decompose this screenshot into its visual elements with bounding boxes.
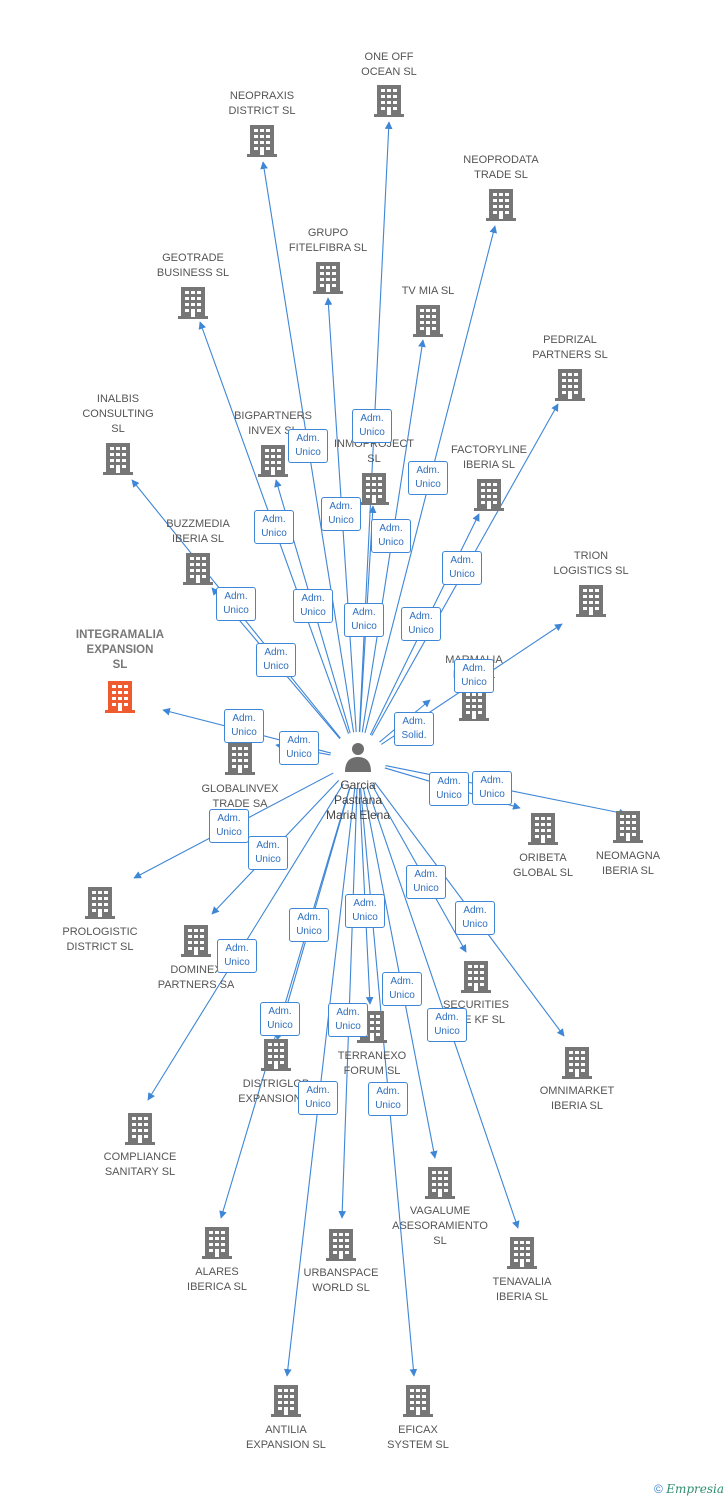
relation-label[interactable]: Adm. Unico bbox=[216, 587, 256, 621]
relation-label[interactable]: Adm. Unico bbox=[371, 519, 411, 553]
company-building-icon[interactable] bbox=[225, 743, 255, 775]
relation-label[interactable]: Adm. Unico bbox=[345, 894, 385, 928]
relation-label[interactable]: Adm. Unico bbox=[217, 939, 257, 973]
company-name[interactable]: TV MIA SL bbox=[401, 285, 455, 297]
relation-label[interactable]: Adm. Unico bbox=[224, 709, 264, 743]
company-building-icon[interactable] bbox=[403, 1385, 433, 1417]
company-name[interactable]: NEOMAGNA IBERIA SL bbox=[595, 850, 661, 877]
relation-label[interactable]: Adm. Unico bbox=[442, 551, 482, 585]
person-head bbox=[352, 743, 364, 755]
relation-label[interactable]: Adm. Unico bbox=[289, 908, 329, 942]
company-building-icon[interactable] bbox=[103, 443, 133, 475]
company-name[interactable]: VAGALUME ASESORAMIENTO SL bbox=[392, 1205, 488, 1247]
company-building-icon[interactable] bbox=[178, 287, 208, 319]
company-building-icon[interactable] bbox=[576, 585, 606, 617]
company-name[interactable]: ORIBETA GLOBAL SL bbox=[512, 852, 574, 879]
company-name[interactable]: INALBIS CONSULTING SL bbox=[82, 393, 154, 435]
company-name[interactable]: GLOBALINVEX TRADE SA bbox=[201, 783, 279, 810]
company-name[interactable]: GRUPO FITELFIBRA SL bbox=[288, 227, 368, 254]
edges-layer bbox=[131, 121, 627, 1377]
relation-label[interactable]: Adm. Unico bbox=[406, 865, 446, 899]
company-building-icon[interactable] bbox=[474, 479, 504, 511]
company-building-icon[interactable] bbox=[374, 85, 404, 117]
company-building-icon[interactable] bbox=[125, 1113, 155, 1145]
relation-label[interactable]: Adm. Unico bbox=[455, 901, 495, 935]
relation-label[interactable]: Adm. Unico bbox=[288, 429, 328, 463]
company-building-icon[interactable] bbox=[85, 887, 115, 919]
company-building-icon[interactable] bbox=[555, 369, 585, 401]
person-name[interactable]: Garcia Pastrana Maria Elena bbox=[325, 778, 391, 822]
company-name[interactable]: TENAVALIA IBERIA SL bbox=[492, 1276, 552, 1303]
relation-label[interactable]: Adm. Unico bbox=[328, 1003, 368, 1037]
relation-label[interactable]: Adm. Unico bbox=[248, 836, 288, 870]
relation-label[interactable]: Adm. Unico bbox=[368, 1082, 408, 1116]
copyright-symbol: © bbox=[654, 1482, 663, 1496]
company-name[interactable]: COMPLIANCE SANITARY SL bbox=[103, 1151, 177, 1178]
company-name[interactable]: URBANSPACE WORLD SL bbox=[303, 1267, 379, 1294]
company-name[interactable]: NEOPRODATA TRADE SL bbox=[463, 154, 539, 181]
company-building-icon[interactable] bbox=[271, 1385, 301, 1417]
company-name[interactable]: BUZZMEDIA IBERIA SL bbox=[166, 518, 230, 545]
relation-label[interactable]: Adm. Unico bbox=[401, 607, 441, 641]
company-name[interactable]: TRION LOGISTICS SL bbox=[553, 550, 629, 577]
relation-label[interactable]: Adm. Solid. bbox=[394, 712, 434, 746]
footer: © Empresia bbox=[654, 1482, 724, 1496]
company-building-icon[interactable] bbox=[613, 811, 643, 843]
company-building-icon[interactable] bbox=[562, 1047, 592, 1079]
edge-line bbox=[366, 786, 520, 1229]
company-name[interactable]: EFICAX SYSTEM SL bbox=[387, 1424, 449, 1451]
relation-label[interactable]: Adm. Unico bbox=[256, 643, 296, 677]
company-building-icon[interactable] bbox=[181, 925, 211, 957]
edge-line bbox=[338, 787, 358, 1219]
company-name[interactable]: DOMINEX PARTNERS SA bbox=[157, 964, 235, 991]
relation-label[interactable]: Adm. Unico bbox=[429, 772, 469, 806]
company-building-icon[interactable] bbox=[528, 813, 558, 845]
company-name[interactable]: PROLOGISTIC DISTRICT SL bbox=[62, 926, 138, 953]
relation-label[interactable]: Adm. Unico bbox=[382, 972, 422, 1006]
relation-label[interactable]: Adm. Unico bbox=[427, 1008, 467, 1042]
relation-label[interactable]: Adm. Unico bbox=[472, 771, 512, 805]
relation-label[interactable]: Adm. Unico bbox=[344, 603, 384, 637]
relation-label[interactable]: Adm. Unico bbox=[408, 461, 448, 495]
company-building-icon[interactable] bbox=[247, 125, 277, 157]
relation-label[interactable]: Adm. Unico bbox=[254, 510, 294, 544]
relation-label[interactable]: Adm. Unico bbox=[293, 589, 333, 623]
company-building-icon[interactable] bbox=[425, 1167, 455, 1199]
company-name[interactable]: OMNIMARKET IBERIA SL bbox=[539, 1085, 615, 1112]
company-name[interactable]: FACTORYLINE IBERIA SL bbox=[450, 444, 527, 471]
company-name[interactable]: NEOPRAXIS DISTRICT SL bbox=[228, 90, 296, 117]
company-name[interactable]: TERRANEXO FORUM SL bbox=[337, 1050, 407, 1077]
company-name[interactable]: ALARES IBERICA SL bbox=[187, 1266, 247, 1293]
company-building-icon[interactable] bbox=[486, 189, 516, 221]
main-company-building-icon[interactable] bbox=[105, 681, 135, 713]
relation-label[interactable]: Adm. Unico bbox=[454, 659, 494, 693]
company-building-icon[interactable] bbox=[413, 305, 443, 337]
relation-label[interactable]: Adm. Unico bbox=[352, 409, 392, 443]
company-building-icon[interactable] bbox=[183, 553, 213, 585]
company-name[interactable]: BIGPARTNERS INVEX SL bbox=[234, 410, 312, 437]
company-building-icon[interactable] bbox=[359, 473, 389, 505]
relation-label[interactable]: Adm. Unico bbox=[321, 497, 361, 531]
company-building-icon[interactable] bbox=[326, 1229, 356, 1261]
person-icon bbox=[345, 757, 371, 772]
company-name[interactable]: ONE OFF OCEAN SL bbox=[361, 51, 417, 78]
company-building-icon[interactable] bbox=[313, 262, 343, 294]
relation-label[interactable]: Adm. Unico bbox=[298, 1081, 338, 1115]
company-building-icon[interactable] bbox=[459, 689, 489, 721]
company-building-icon[interactable] bbox=[258, 445, 288, 477]
brand-logo[interactable]: Empresia bbox=[666, 1482, 724, 1496]
company-building-icon[interactable] bbox=[461, 961, 491, 993]
company-building-icon[interactable] bbox=[261, 1039, 291, 1071]
company-name[interactable]: ANTILIA EXPANSION SL bbox=[246, 1424, 326, 1451]
relation-label[interactable]: Adm. Unico bbox=[260, 1002, 300, 1036]
relation-label[interactable]: Adm. Unico bbox=[279, 731, 319, 765]
main-company-name[interactable]: INTEGRAMALIA EXPANSION SL bbox=[75, 629, 165, 671]
edge-line bbox=[359, 787, 418, 1377]
company-name[interactable]: GEOTRADE BUSINESS SL bbox=[156, 252, 230, 279]
company-name[interactable]: PEDRIZAL PARTNERS SL bbox=[532, 334, 608, 361]
company-building-icon[interactable] bbox=[202, 1227, 232, 1259]
relation-label[interactable]: Adm. Unico bbox=[209, 809, 249, 843]
person-node[interactable] bbox=[345, 743, 371, 772]
company-building-icon[interactable] bbox=[507, 1237, 537, 1269]
